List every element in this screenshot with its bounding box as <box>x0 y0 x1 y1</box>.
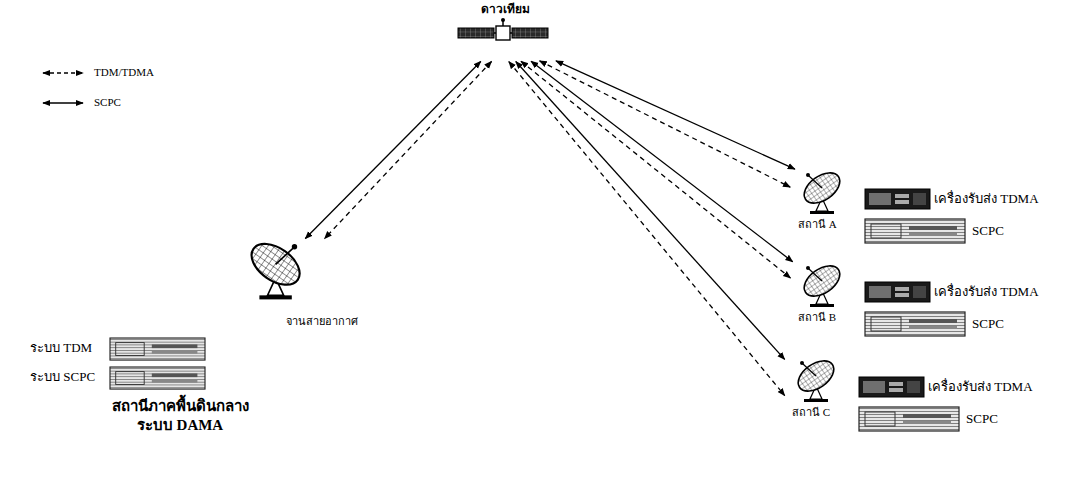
node-label: ระบบ SCPC <box>30 369 95 385</box>
scpc-rack: ระบบ SCPC <box>28 364 208 392</box>
node-label: ดาวเทียม <box>481 2 530 17</box>
node-label: ระบบ TDM <box>30 340 92 356</box>
tdma-transceiver: เครื่องรับส่ง TDMA <box>862 186 1057 212</box>
scpc-link <box>305 61 480 238</box>
satellite-icon <box>458 18 548 40</box>
scpc-unit: SCPC <box>862 216 1012 246</box>
antenna-dish <box>799 167 846 214</box>
tdm-rack: ระบบ TDM <box>28 336 208 362</box>
scpc-unit: SCPC <box>862 309 1012 339</box>
scpc-link <box>516 61 785 359</box>
earth-station: สถานี C เครื่องรับส่ง TDMA SCPC <box>786 358 1056 440</box>
node-label: เครื่องรับส่ง TDMA <box>934 191 1039 207</box>
tdm-tdma-link <box>509 62 785 396</box>
tdma-rack-symbol <box>865 189 930 209</box>
tdma-transceiver: เครื่องรับส่ง TDMA <box>862 279 1057 305</box>
solar-panel <box>512 28 548 38</box>
legend-label: TDM/TDMA <box>94 66 154 80</box>
scpc-link <box>556 61 795 169</box>
node-label: เครื่องรับส่ง TDMA <box>928 379 1033 395</box>
node-label: SCPC <box>972 223 1004 239</box>
scpc-rack-symbol <box>865 219 965 243</box>
node-label: สถานีภาคพื้นดินกลาง ระบบ DAMA <box>109 397 252 435</box>
legend-sample <box>40 96 86 110</box>
node-label: จานสายอากาศ <box>286 315 358 329</box>
earth-station: สถานี A เครื่องรับส่ง TDMA SCPC <box>792 170 1062 252</box>
tdma-transceiver: เครื่องรับส่ง TDMA <box>856 374 1051 400</box>
satellite: ดาวเทียม <box>455 2 555 60</box>
scpc-unit: SCPC <box>856 404 1006 434</box>
tdm-tdma-link <box>325 61 492 238</box>
tdma-rack-symbol <box>865 282 930 302</box>
antenna-dish <box>501 18 505 22</box>
tdma-rack-symbol <box>859 377 924 397</box>
antenna-dish <box>799 260 846 307</box>
scpc-link <box>531 61 793 262</box>
tdm-tdma-link <box>540 61 791 187</box>
legend-sample <box>40 66 86 80</box>
node-label: SCPC <box>966 411 998 427</box>
antenna-dish <box>793 355 840 402</box>
scpc-rack-symbol <box>110 367 205 389</box>
ground-station: จานสายอากาศสถานีภาคพื้นดินกลาง ระบบ DAMA… <box>24 240 364 450</box>
node-label: เครื่องรับส่ง TDMA <box>934 284 1039 300</box>
node-label: SCPC <box>972 316 1004 332</box>
tdm-tdma-link <box>521 61 790 278</box>
node-label: สถานี C <box>792 406 830 420</box>
satellite-body <box>496 26 510 40</box>
antenna-dish <box>244 236 307 300</box>
dashed-arrow-sample <box>43 72 83 73</box>
legend-entry: TDM/TDMA <box>40 66 154 80</box>
node-label: สถานี A <box>798 218 837 232</box>
scpc-rack-symbol <box>859 407 959 431</box>
legend-label: SCPC <box>94 96 121 110</box>
solid-arrow-sample <box>43 102 83 103</box>
earth-station: สถานี B เครื่องรับส่ง TDMA SCPC <box>792 263 1062 345</box>
legend-entry: SCPC <box>40 96 121 110</box>
tdm-rack-symbol <box>110 338 205 360</box>
solar-panel <box>458 28 494 38</box>
scpc-rack-symbol <box>865 312 965 336</box>
node-label: สถานี B <box>798 311 836 325</box>
